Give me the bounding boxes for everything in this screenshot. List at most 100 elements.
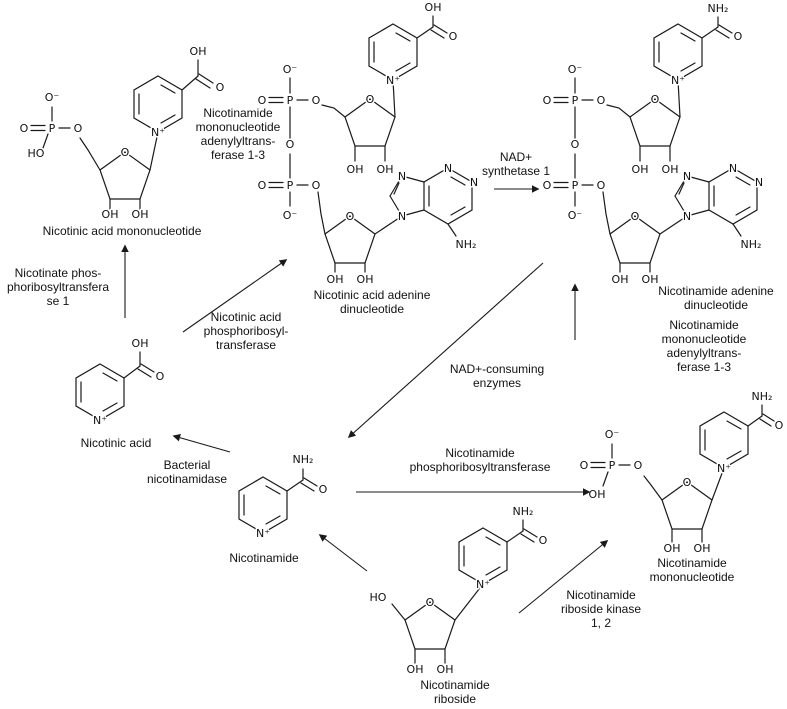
atom-label: O	[121, 146, 130, 159]
atom-label: P	[287, 94, 294, 107]
atom-label: OH	[357, 273, 374, 286]
atom-label: NH₂	[752, 390, 773, 403]
enzyme-label-nad-consuming-enzymes: NAD+-consuming enzymes	[449, 362, 545, 390]
atom-label: N⁺	[256, 527, 270, 540]
atom-label: OH	[132, 337, 149, 350]
arrow-riboside-to-nicotinamide	[318, 534, 368, 572]
atom-label: OH	[190, 45, 207, 58]
atom-label: N	[398, 210, 406, 223]
atom-label: OH	[589, 488, 606, 501]
atom-label: O	[597, 179, 606, 192]
atom-label: N	[444, 162, 452, 175]
atom-label: NH₂	[293, 453, 314, 466]
arrows-layer	[121, 185, 609, 614]
atom-label: O	[543, 94, 552, 107]
atom-label: O⁻	[283, 209, 298, 222]
atom-label: N⁺	[93, 414, 107, 427]
atom-label: OH	[327, 273, 344, 286]
enzyme-label-nicotinic-acid-phosphoribosyltransferase: Nicotinic acid phosphoribosyl- transfera…	[203, 310, 289, 352]
enzyme-label-nicotinamide-phosphoribosyltransferase: Nicotinamide phosphoribosyltransferase	[409, 446, 551, 474]
enzyme-label-nicotinamide-riboside-kinase: Nicotinamide riboside kinase 1, 2	[560, 588, 642, 630]
atom-label: O⁻	[283, 63, 298, 76]
enzyme-label-nmn-adenylyltransferase-top: Nicotinamide mononucleotide adenylyltran…	[195, 106, 281, 162]
molecule-label-nicotinamide-adenine-dinucleotide: Nicotinamide adenine dinucleotide	[658, 284, 774, 312]
atom-label: OH	[694, 542, 711, 555]
arrow-nad-to-nicotinamide	[347, 262, 544, 439]
atom-label: OH	[664, 542, 681, 555]
atom-label: N	[398, 170, 406, 183]
enzyme-label-nad-synthetase: NAD+ synthetase 1	[481, 150, 551, 178]
atom-label: OH	[612, 273, 629, 286]
molecule-label-nicotinamide-riboside: Nicotinamide riboside	[420, 678, 490, 706]
arrow-nicotinic-acid-to-naad	[182, 259, 288, 333]
atom-label: OH	[662, 163, 679, 176]
atom-label: O⁻	[45, 91, 60, 104]
atom-label: OH	[407, 663, 424, 676]
atom-label: O	[216, 81, 225, 94]
atom-label: OH	[642, 273, 659, 286]
atom-label: O	[312, 179, 321, 192]
arrow-riboside-to-nmn	[518, 540, 609, 614]
atom-label: O⁻	[605, 428, 620, 441]
atom-label: O	[74, 122, 83, 135]
atom-label: N	[683, 170, 691, 183]
atom-label: N	[470, 176, 478, 189]
atom-label: NH₂	[741, 238, 762, 251]
atom-label: O	[539, 534, 548, 547]
atom-label: O	[449, 30, 458, 43]
enzyme-label-nicotinate-phosphoribosyltransferase: Nicotinate phos- phoribosyltransfera se …	[6, 266, 110, 308]
atom-label: OH	[102, 208, 119, 221]
atom-label: O	[651, 93, 660, 106]
atom-label: OH	[132, 208, 149, 221]
atom-label: O	[631, 210, 640, 223]
atom-label: O	[634, 459, 643, 472]
atom-label: NH₂	[708, 2, 729, 15]
molecule-label-nicotinamide: Nicotinamide	[229, 551, 299, 565]
molecule-label-nicotinic-acid-adenine-dinucleotide: Nicotinic acid adenine dinucleotide	[313, 288, 431, 316]
atom-label: N⁺	[476, 578, 490, 591]
enzyme-label-bacterial-nicotinamidase: Bacterial nicotinamidase	[146, 458, 228, 486]
atom-label: O	[319, 483, 328, 496]
atom-label: HO	[28, 147, 45, 160]
enzyme-label-nmn-adenylyltransferase-right: Nicotinamide mononucleotide adenylyltran…	[661, 318, 747, 374]
atom-label: O⁻	[568, 209, 583, 222]
atom-label: N⁺	[386, 74, 400, 87]
atom-label: O	[156, 370, 165, 383]
atom-label: O	[312, 94, 321, 107]
atom-label: O	[258, 94, 267, 107]
atom-label: N⁺	[671, 74, 685, 87]
atom-label: P	[49, 122, 56, 135]
atom-label: O	[580, 459, 589, 472]
atom-label: P	[287, 179, 294, 192]
atom-label: O	[366, 93, 375, 106]
atom-label: O	[734, 30, 743, 43]
molecule-label-nicotinic-acid-mononucleotide: Nicotinic acid mononucleotide	[42, 224, 202, 238]
atom-label: P	[609, 459, 616, 472]
atom-label: O	[286, 138, 295, 151]
atom-label: O	[571, 138, 580, 151]
atom-label: O	[543, 179, 552, 192]
atom-label: O	[20, 122, 29, 135]
atom-label: O	[683, 476, 692, 489]
atom-label: HO	[370, 591, 387, 604]
molecule-label-nicotinic-acid: Nicotinic acid	[80, 436, 152, 450]
arrow-nicotinamide-to-nicotinic-acid	[172, 433, 231, 453]
atom-label: N	[729, 162, 737, 175]
atom-label: P	[572, 94, 579, 107]
atom-label: NH₂	[513, 505, 534, 518]
atom-label: O	[258, 179, 267, 192]
atom-label: O	[597, 94, 606, 107]
atom-label: OH	[425, 1, 442, 14]
atom-label: N	[683, 210, 691, 223]
atom-label: O	[346, 210, 355, 223]
atom-label: N⁺	[151, 126, 165, 139]
atom-label: OH	[632, 163, 649, 176]
atom-label: OH	[347, 163, 364, 176]
